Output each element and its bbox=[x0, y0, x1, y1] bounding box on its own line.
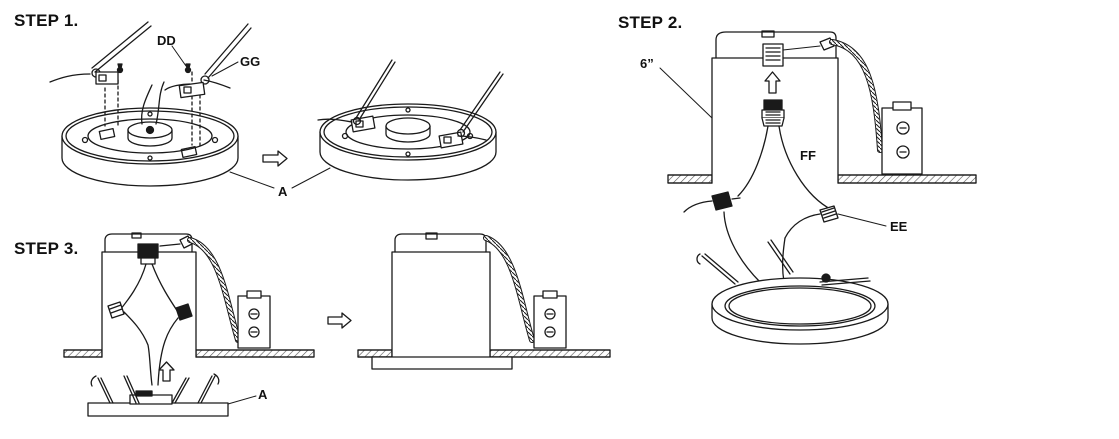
step-2-junction-can bbox=[659, 30, 923, 184]
callout-gg: GG bbox=[240, 54, 260, 69]
step-3-trim-installed bbox=[371, 356, 513, 370]
step-2-trim bbox=[696, 239, 889, 345]
arrow-up-icon bbox=[158, 361, 175, 382]
step-1-trim-exploded bbox=[61, 71, 239, 187]
step-2-title: STEP 2. bbox=[618, 13, 683, 32]
step-1-title: STEP 1. bbox=[14, 11, 79, 30]
callout-6-inch: 6” bbox=[640, 56, 654, 71]
arrow-right-icon bbox=[327, 312, 352, 329]
arrow-up-icon bbox=[764, 71, 781, 94]
step-3-ceiling-left bbox=[63, 349, 315, 358]
torsion-spring-bracket-left bbox=[49, 21, 152, 85]
torsion-spring-bracket-right bbox=[164, 23, 252, 99]
arrow-right-icon bbox=[262, 150, 288, 167]
step-3-trim-left bbox=[87, 373, 229, 417]
callout-ff: FF bbox=[800, 148, 816, 163]
callout-a-step1: A bbox=[278, 184, 288, 199]
step-2-wires bbox=[683, 125, 887, 283]
step-1-trim-assembled bbox=[317, 59, 504, 181]
callout-ee: EE bbox=[890, 219, 908, 234]
step-3-title: STEP 3. bbox=[14, 239, 79, 258]
step-3-can-left bbox=[101, 232, 271, 386]
callout-a-step3: A bbox=[258, 387, 268, 402]
callout-dd: DD bbox=[157, 33, 176, 48]
step-3-can-right bbox=[391, 232, 567, 358]
